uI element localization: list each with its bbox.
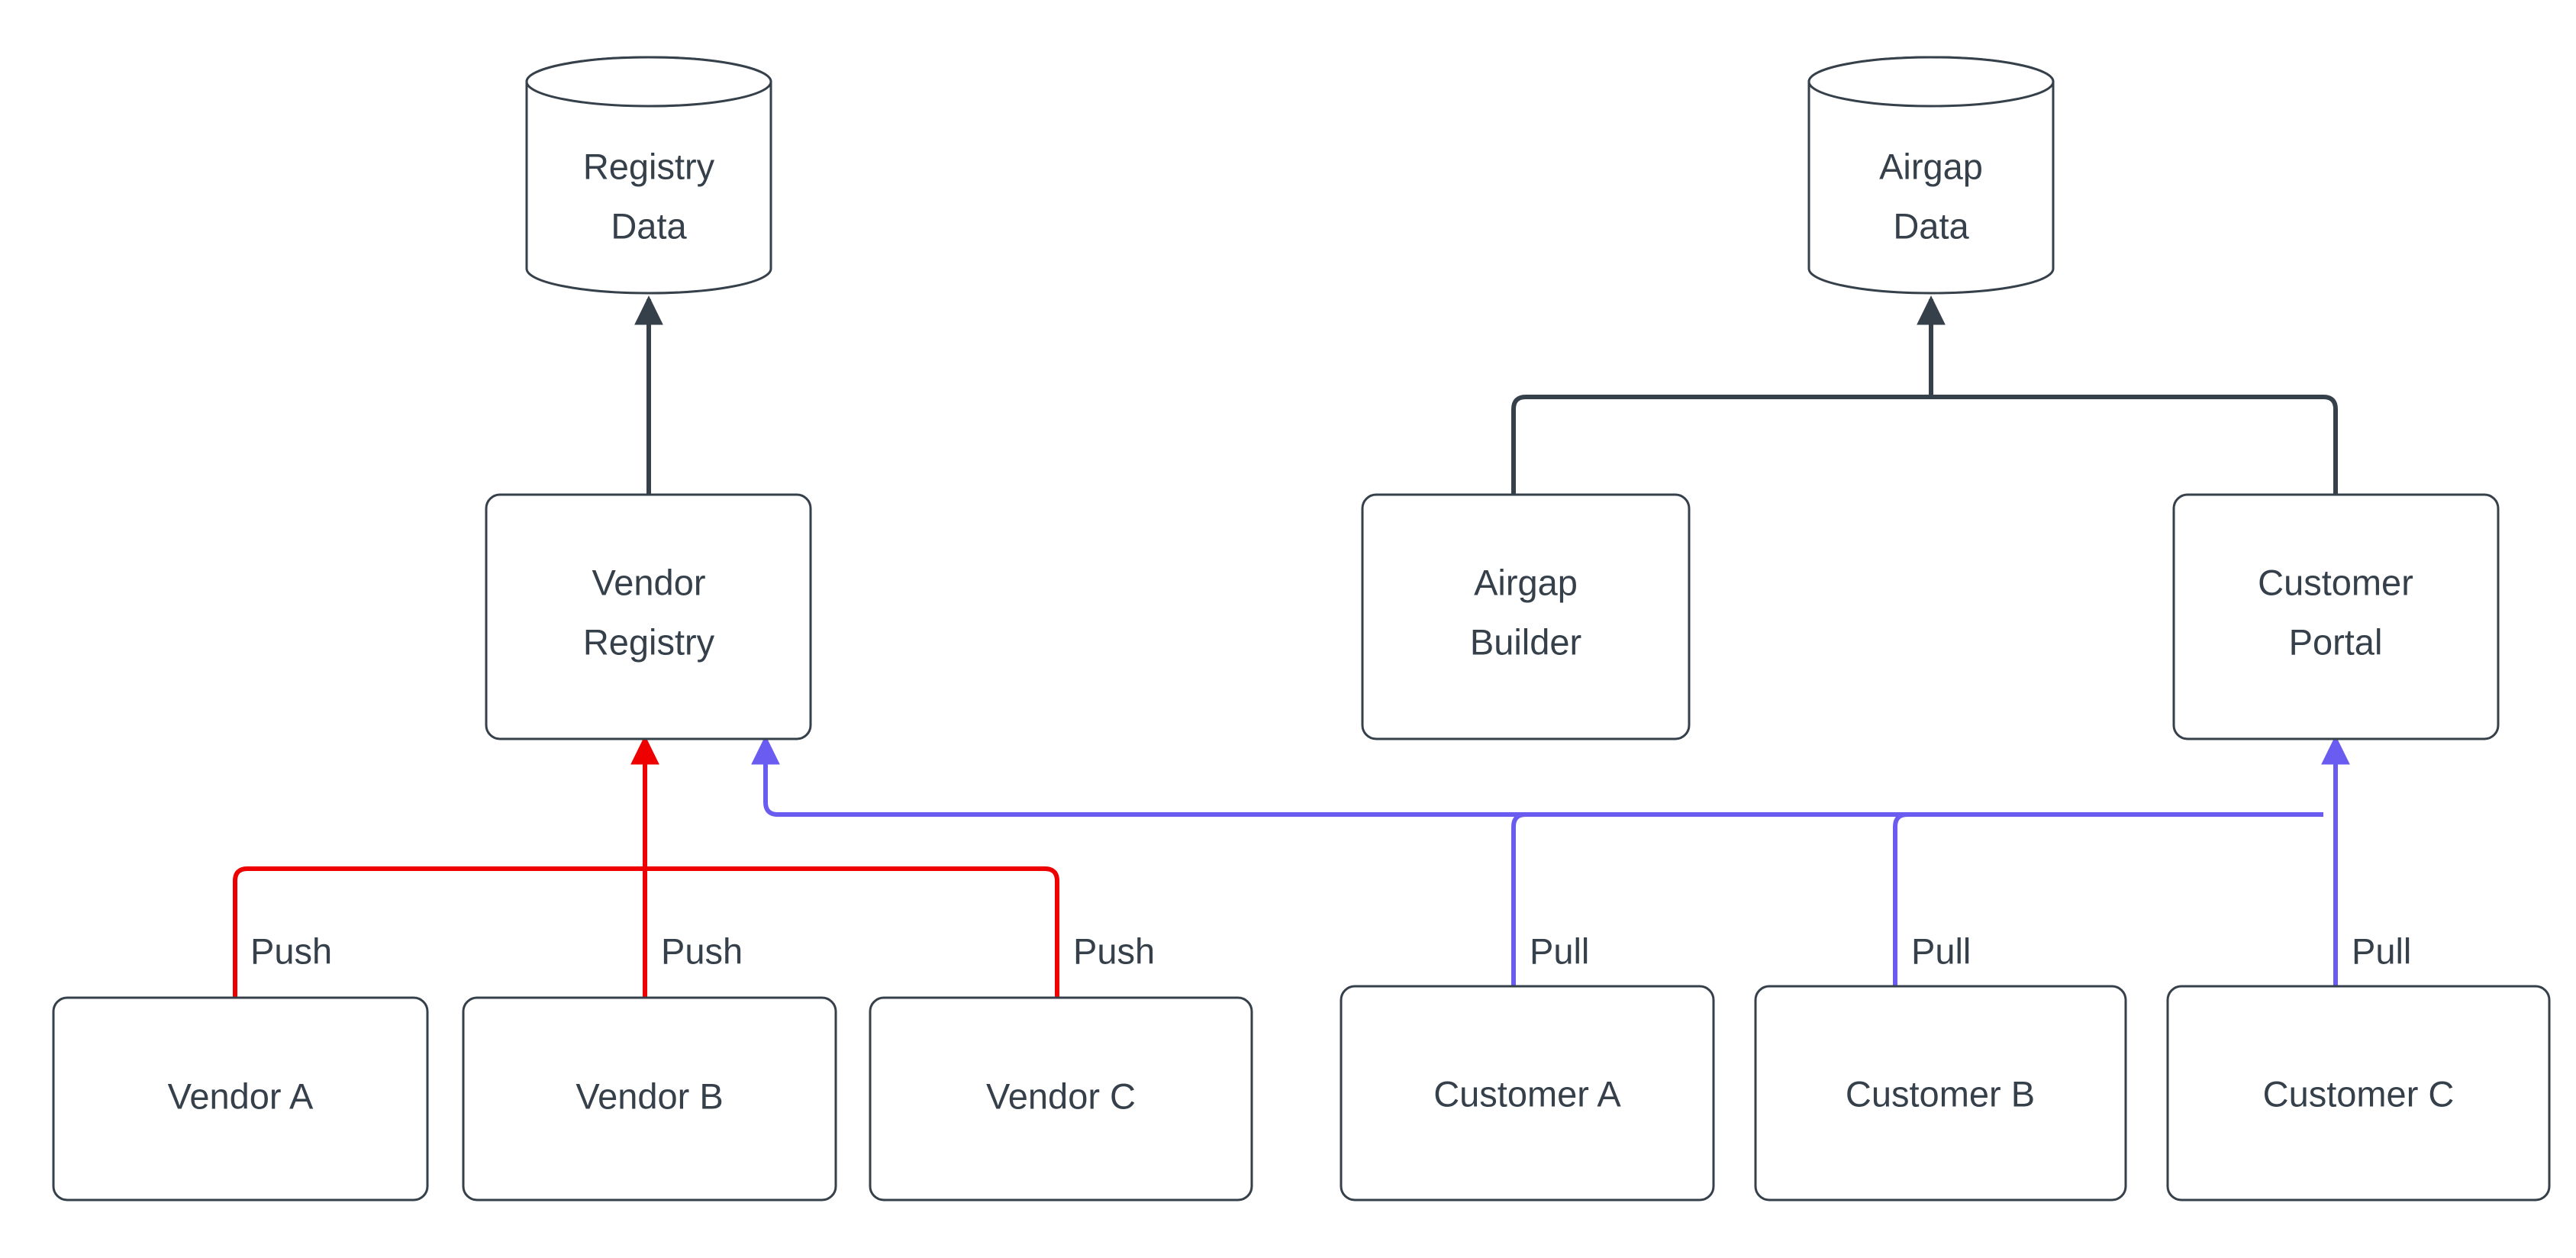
vendor-b-box [462,996,837,1202]
edge-label-push-c: Push [1073,931,1155,971]
node-airgap-data[interactable]: Airgap Data [1807,56,2055,295]
edge-label-push-a: Push [250,931,332,971]
customer-portal-label-line1: Customer [2258,562,2413,602]
node-registry-data[interactable]: Registry Data [525,56,772,295]
customer-a-box [1340,985,1715,1202]
customer-c-label: Customer C [2263,1073,2455,1114]
node-vendor-a[interactable]: Vendor A [52,996,429,1202]
edge-pull-customer-a [1511,812,1527,986]
node-vendor-c[interactable]: Vendor C [869,996,1253,1202]
node-vendor-b[interactable]: Vendor B [462,996,837,1202]
edge-pull-customer-b [1893,812,1908,986]
customer-b-label: Customer B [1846,1073,2035,1114]
vendor-registry-label-line1: Vendor [592,562,706,602]
vendor-registry-box [485,493,812,740]
airgap-builder-label-line2: Builder [1470,621,1581,662]
customer-portal-box [2172,493,2500,740]
airgap-data-label-line2: Data [1893,205,1969,246]
vendor-c-label: Vendor C [986,1076,1136,1116]
vendor-b-label: Vendor B [575,1076,723,1116]
node-customer-portal[interactable]: Customer Portal [2172,493,2500,740]
registry-data-label-line1: Registry [583,146,715,186]
edge-label-push-b: Push [661,931,743,971]
edge-pull-bus-to-vendor-registry [751,735,2323,817]
vendor-registry-label-line2: Registry [583,621,715,662]
customer-a-label: Customer A [1433,1073,1621,1114]
node-customer-a[interactable]: Customer A [1340,985,1715,1202]
node-vendor-registry[interactable]: Vendor Registry [485,493,812,740]
customer-portal-label-line2: Portal [2289,621,2383,662]
customer-c-box [2166,985,2551,1202]
airgap-builder-label-line1: Airgap [1474,562,1578,602]
registry-data-label-line2: Data [611,205,687,246]
edge-label-pull-a: Pull [1530,931,1589,971]
registry-data-cylinder-top [525,56,772,108]
node-customer-b[interactable]: Customer B [1754,985,2127,1202]
node-customer-c[interactable]: Customer C [2166,985,2551,1202]
vendor-a-box [52,996,429,1202]
customer-b-box [1754,985,2127,1202]
airgap-builder-box [1361,493,1691,740]
airgap-data-cylinder-top [1807,56,2055,108]
edge-label-pull-c: Pull [2352,931,2411,971]
vendor-a-label: Vendor A [168,1076,314,1116]
node-airgap-builder[interactable]: Airgap Builder [1361,493,1691,740]
edge-airgap-builder-portal-to-airgap-data [1511,395,2338,495]
airgap-data-label-line1: Airgap [1879,146,1983,186]
vendor-c-box [869,996,1253,1202]
edge-label-pull-b: Pull [1911,931,1971,971]
